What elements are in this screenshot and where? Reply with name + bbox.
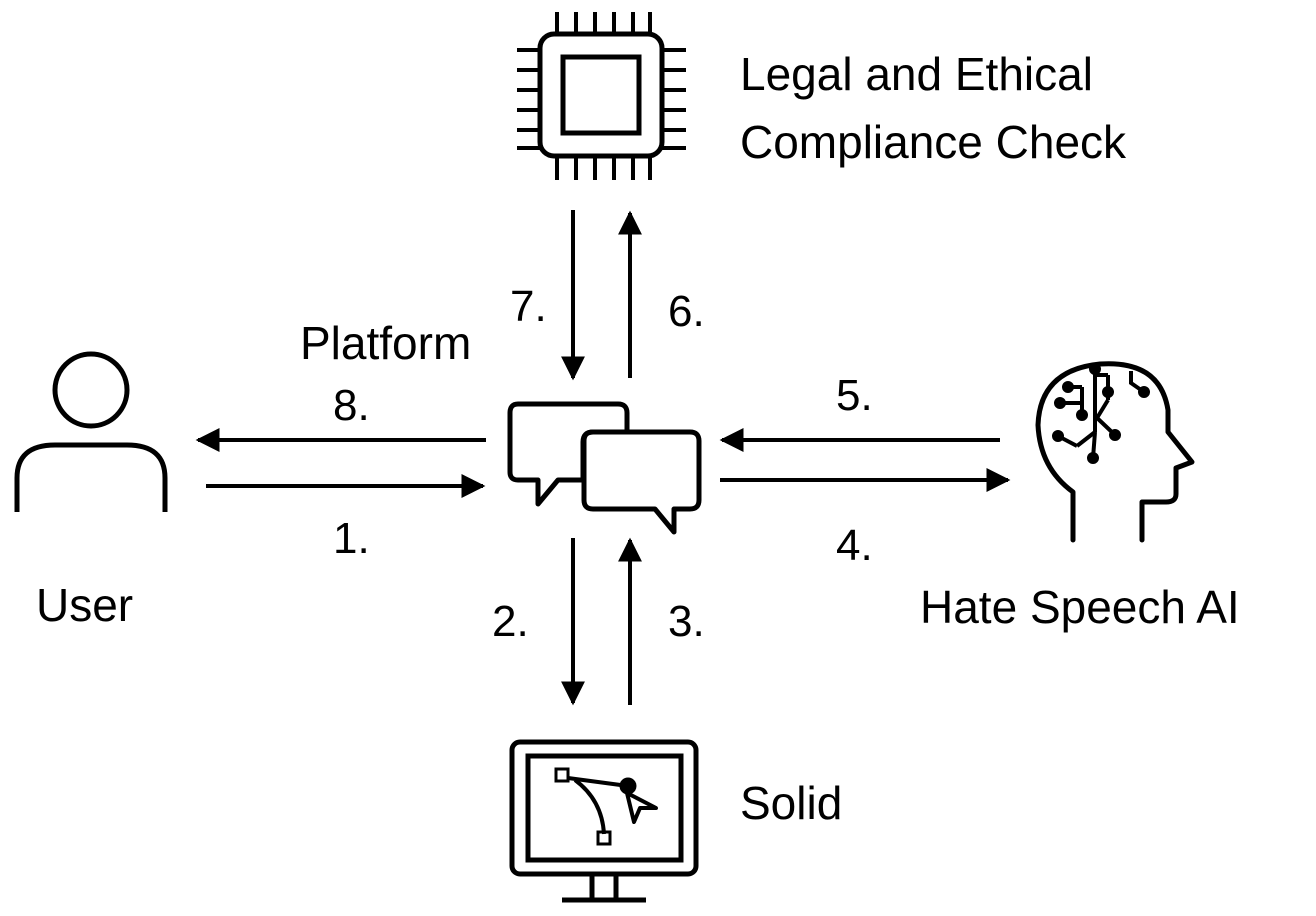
- compliance-label-line2: Compliance Check: [740, 116, 1127, 168]
- step-label-6: 6.: [668, 287, 705, 336]
- compliance-label: Legal and Ethical Compliance Check: [740, 40, 1126, 176]
- platform-label: Platform: [300, 317, 472, 369]
- user-icon: [14, 351, 168, 512]
- user-label: User: [36, 579, 134, 631]
- step-label-1: 1.: [333, 514, 370, 563]
- step-label-4: 4.: [836, 521, 873, 570]
- step-label-8: 8.: [333, 381, 370, 430]
- step-label-7: 7.: [510, 282, 547, 331]
- monitor-vector-icon: [509, 739, 699, 903]
- solid-label: Solid: [740, 777, 843, 829]
- ai-brain-head-icon: [1035, 361, 1195, 543]
- cpu-chip-icon: [517, 12, 686, 180]
- step-label-5: 5.: [836, 371, 873, 420]
- chat-bubbles-icon: [507, 401, 702, 535]
- step-label-3: 3.: [668, 597, 705, 646]
- ai-circuit-icon: [1052, 363, 1150, 464]
- compliance-label-line1: Legal and Ethical: [740, 48, 1093, 100]
- step-label-2: 2.: [492, 597, 529, 646]
- hate-speech-ai-label: Hate Speech AI: [920, 581, 1240, 633]
